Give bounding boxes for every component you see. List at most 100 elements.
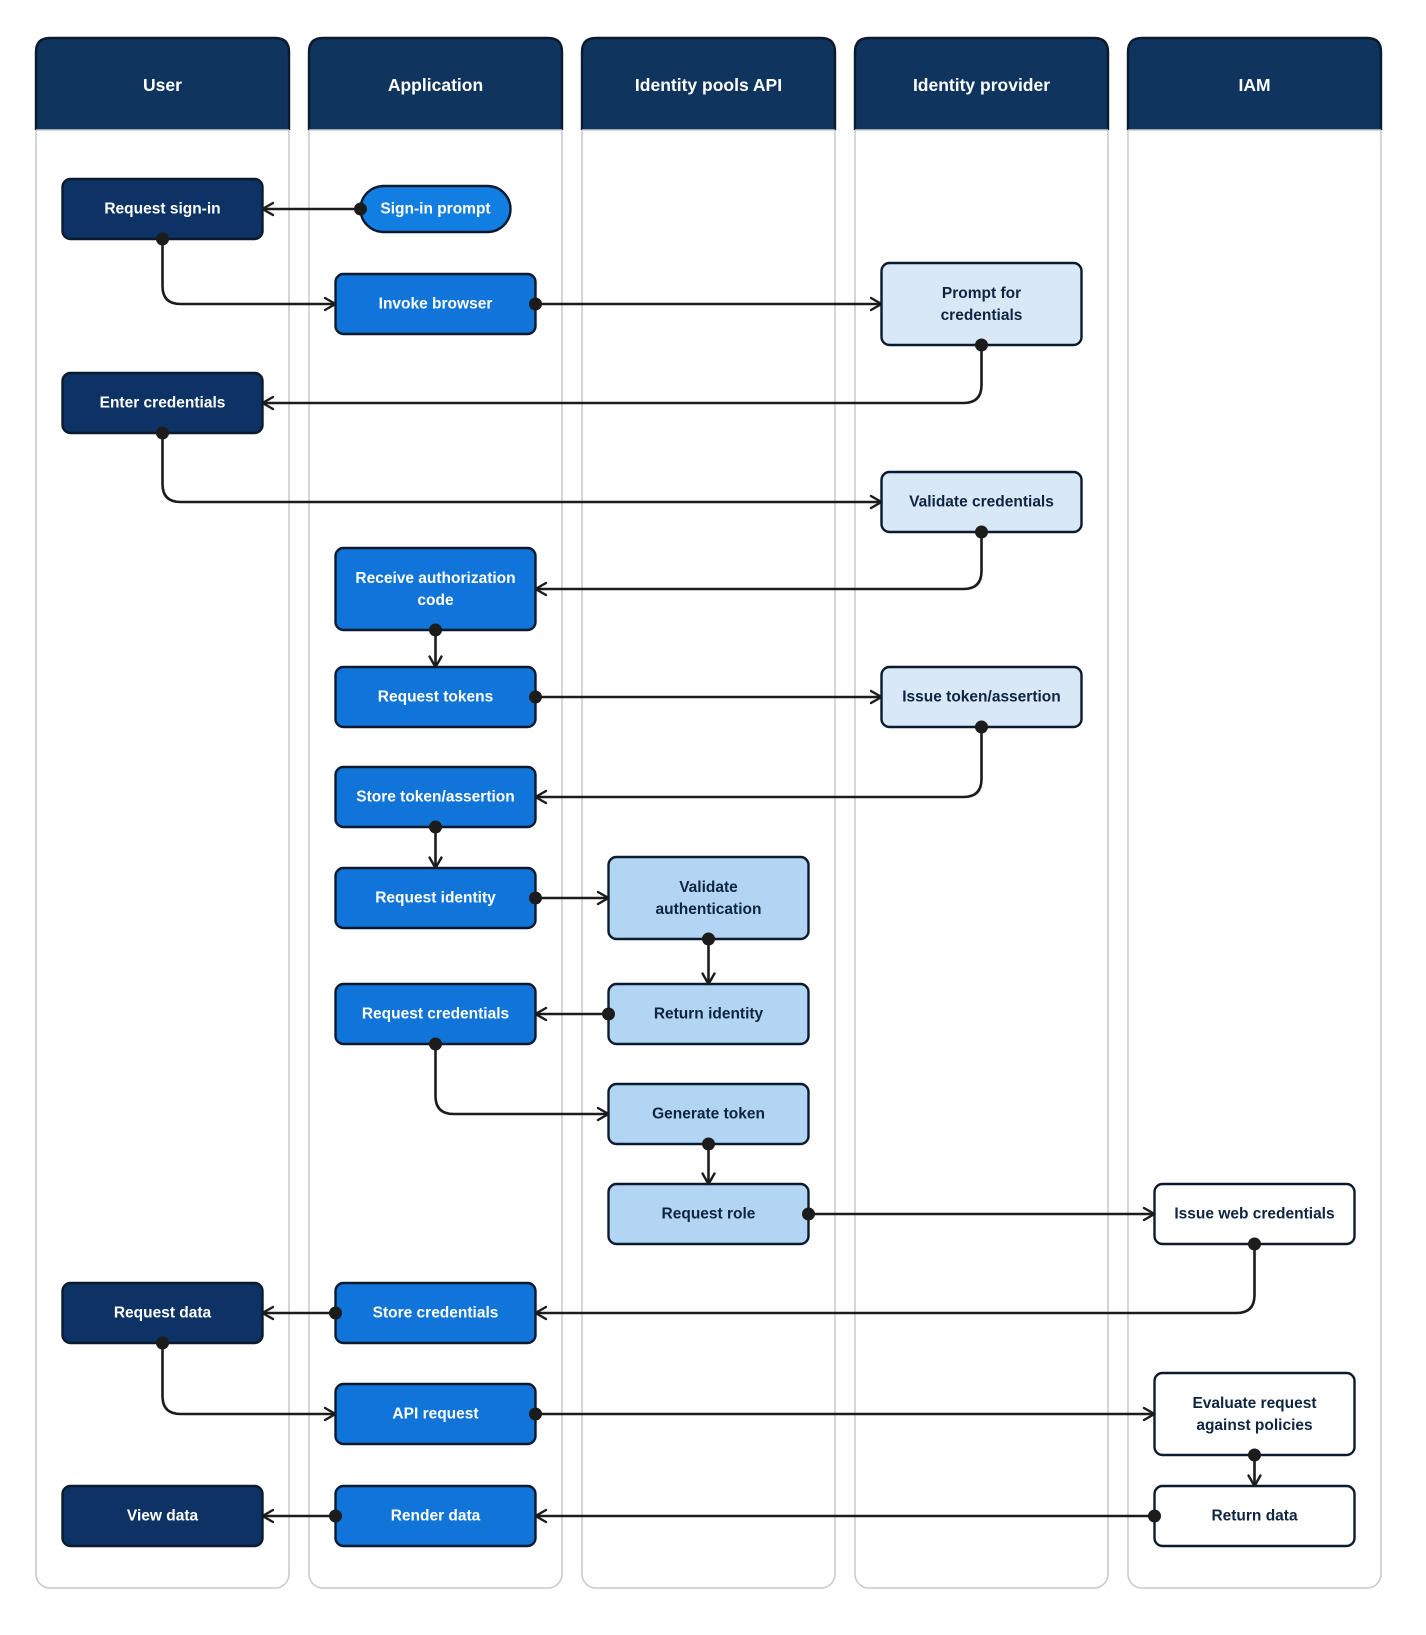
lane-identity-pools-api: Identity pools API — [580, 36, 837, 1589]
edge-source-dot — [156, 1336, 169, 1350]
edge-line — [534, 727, 983, 805]
node-enter-credentials: Enter credentials — [61, 371, 264, 435]
edge-source-dot — [702, 932, 715, 946]
node-request-data: Request data — [61, 1281, 264, 1345]
node-label-issue-token-assertion: Issue token/assertion — [902, 689, 1061, 706]
edge-request-sign-in-to-invoke-browser — [156, 232, 337, 312]
edge-line — [161, 1343, 337, 1422]
node-generate-token: Generate token — [607, 1082, 810, 1146]
node-sign-in-prompt: Sign-in prompt — [359, 184, 512, 234]
node-view-data: View data — [61, 1484, 264, 1548]
edge-invoke-browser-to-prompt-for-credentials — [529, 296, 883, 312]
node-return-identity: Return identity — [607, 982, 810, 1046]
node-store-token-assertion: Store token/assertion — [334, 765, 537, 829]
edge-api-request-to-evaluate-request-against-policies — [529, 1406, 1156, 1422]
lane-body-identity-pools-api — [581, 37, 836, 1589]
node-request-sign-in: Request sign-in — [61, 177, 264, 241]
edge-issue-token-assertion-to-store-token-assertion — [534, 720, 988, 805]
lane-header-user — [34, 36, 291, 130]
edge-enter-credentials-to-validate-credentials — [156, 426, 883, 510]
node-box-evaluate-request-against-policies — [1153, 1371, 1356, 1457]
edge-source-dot — [1148, 1509, 1161, 1523]
edge-source-dot — [329, 1509, 342, 1523]
edge-evaluate-request-against-policies-to-return-data — [1247, 1448, 1262, 1488]
node-label-request-credentials: Request credentials — [362, 1006, 509, 1023]
node-label-request-tokens: Request tokens — [378, 689, 493, 706]
edge-source-dot — [975, 720, 988, 734]
lane-title-user: User — [143, 75, 182, 95]
node-label-request-identity: Request identity — [375, 890, 496, 907]
edge-store-credentials-to-request-data — [261, 1305, 342, 1321]
edge-source-dot — [602, 1007, 615, 1021]
node-api-request: API request — [334, 1382, 537, 1446]
edge-source-dot — [156, 426, 169, 440]
lane-title-iam: IAM — [1238, 75, 1270, 95]
edge-line — [161, 239, 337, 312]
node-label-store-credentials: Store credentials — [373, 1305, 499, 1322]
edge-sign-in-prompt-to-request-sign-in — [261, 201, 367, 217]
edge-request-tokens-to-issue-token-assertion — [529, 689, 883, 705]
edge-line — [261, 345, 983, 411]
lane-header-application — [307, 36, 564, 130]
edge-request-data-to-api-request — [156, 1336, 337, 1422]
node-label-request-data: Request data — [114, 1305, 212, 1322]
lane-title-identity-provider: Identity provider — [913, 75, 1050, 95]
node-request-role: Request role — [607, 1182, 810, 1246]
node-label-invoke-browser: Invoke browser — [379, 296, 493, 313]
node-request-credentials: Request credentials — [334, 982, 537, 1046]
edge-source-dot — [529, 1407, 542, 1421]
node-label-store-token-assertion: Store token/assertion — [356, 789, 515, 806]
node-label-view-data: View data — [127, 1508, 199, 1525]
node-issue-token-assertion: Issue token/assertion — [880, 665, 1083, 729]
lane-body-iam — [1127, 37, 1382, 1589]
lane-title-application: Application — [388, 75, 483, 95]
edge-request-credentials-to-generate-token — [429, 1037, 610, 1122]
edge-source-dot — [429, 820, 442, 834]
node-box-prompt-for-credentials — [880, 261, 1083, 347]
edge-line — [534, 532, 983, 597]
edge-source-dot — [975, 338, 988, 352]
edge-source-dot — [802, 1207, 815, 1221]
edge-source-dot — [354, 202, 367, 216]
lane-header-iam — [1126, 36, 1383, 130]
node-store-credentials: Store credentials — [334, 1281, 537, 1345]
edge-source-dot — [529, 891, 542, 905]
edge-source-dot — [529, 690, 542, 704]
edge-issue-web-credentials-to-store-credentials — [534, 1237, 1261, 1321]
edge-return-identity-to-request-credentials — [534, 1006, 615, 1022]
edge-source-dot — [329, 1306, 342, 1320]
edge-line — [434, 1044, 610, 1122]
lane-header-identity-provider — [853, 36, 1110, 130]
edges-layer — [156, 201, 1262, 1524]
edge-validate-credentials-to-receive-authorization-code — [534, 525, 988, 597]
node-return-data: Return data — [1153, 1484, 1356, 1548]
node-label-return-identity: Return identity — [654, 1006, 764, 1023]
node-label-enter-credentials: Enter credentials — [100, 395, 226, 412]
edge-request-identity-to-validate-authentication — [529, 890, 610, 906]
lane-header-identity-pools-api — [580, 36, 837, 130]
edge-source-dot — [1248, 1237, 1261, 1251]
node-label-issue-web-credentials: Issue web credentials — [1174, 1206, 1334, 1223]
node-label-generate-token: Generate token — [652, 1106, 765, 1123]
edge-source-dot — [975, 525, 988, 539]
edge-line — [161, 433, 883, 510]
node-label-sign-in-prompt: Sign-in prompt — [380, 201, 490, 218]
node-validate-credentials: Validate credentials — [880, 470, 1083, 534]
node-box-validate-authentication — [607, 855, 810, 941]
node-label-api-request: API request — [392, 1406, 478, 1423]
node-box-receive-authorization-code — [334, 546, 537, 632]
node-label-request-sign-in: Request sign-in — [104, 201, 220, 218]
lanes-layer: User Application Identity pools API Identit… — [34, 36, 1383, 1589]
node-label-request-role: Request role — [662, 1206, 756, 1223]
node-label-render-data: Render data — [391, 1508, 481, 1525]
